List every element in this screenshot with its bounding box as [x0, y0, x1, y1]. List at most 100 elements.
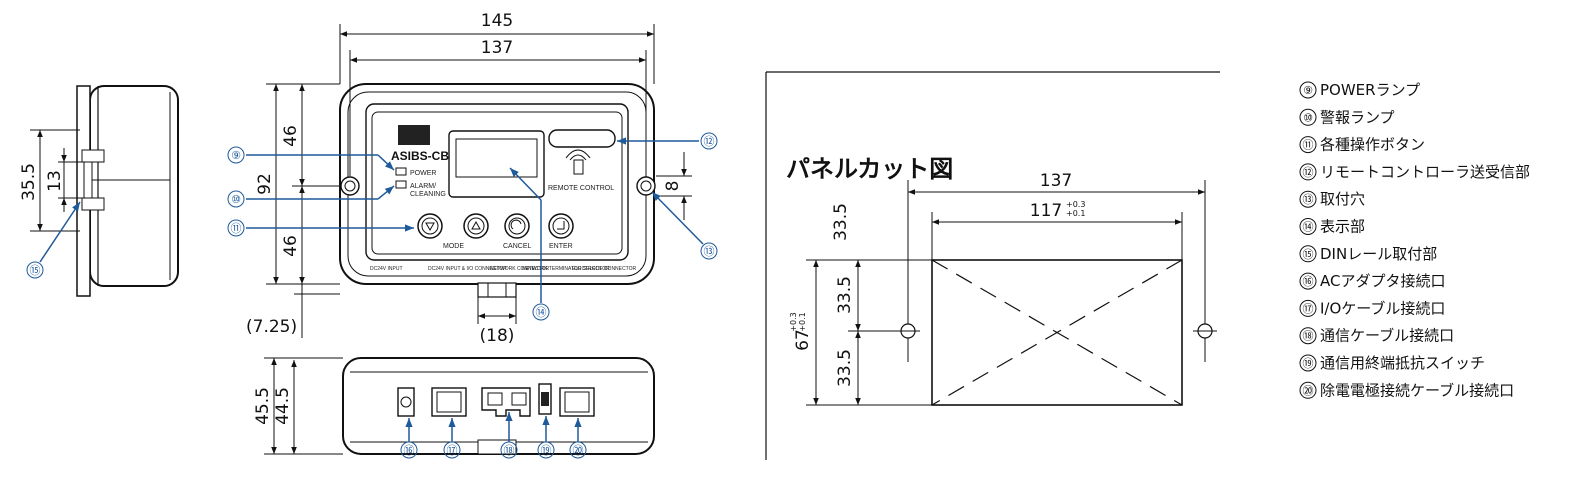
cut-dim-33-5-b: 33.5 [835, 349, 855, 387]
bottom-callouts: ⑯ ⑰ ⑱ ⑲ ⑳ [400, 412, 587, 459]
conn-label-5: ELECTRODE CONNECTOR [572, 266, 636, 272]
dc-jack [397, 387, 415, 417]
dim-35-5: 35.5 [19, 163, 39, 201]
power-label: POWER [410, 170, 436, 177]
legend-number: ⑩ [1303, 111, 1313, 124]
legend-text: 通信ケーブル接続口 [1320, 327, 1454, 345]
legend-number-circle [1299, 245, 1317, 263]
cut-dim-33-5-a: 33.5 [835, 276, 855, 314]
enter-label: ENTER [549, 243, 573, 250]
legend-text: 取付穴 [1320, 190, 1365, 208]
callout-14: ⑭ [536, 306, 547, 319]
mode-label: MODE [443, 243, 464, 250]
legend-text: I/Oケーブル接続口 [1320, 299, 1445, 317]
alarm-label-1: ALARM/ [410, 183, 436, 190]
side-view: 35.5 13 ⑮ [19, 85, 179, 297]
legend-number: ⑯ [1303, 275, 1314, 288]
electrode-port [559, 387, 595, 417]
legend-text: POWERランプ [1320, 81, 1420, 99]
enter-button [548, 213, 574, 239]
legend-text: DINレール取付部 [1320, 245, 1437, 263]
conn-label-1: DC24V INPUT [370, 266, 403, 272]
legend-number: ⑨ [1303, 84, 1313, 97]
legend-item: ⑱ 通信ケーブル接続口 [1299, 327, 1454, 345]
conn-label-2: DC24V INPUT & I/O CONNECTOR [428, 266, 507, 272]
callout-12: ⑫ [704, 135, 715, 148]
cut-dim-137: 137 [1040, 171, 1072, 191]
remote-receiver [548, 129, 616, 148]
cut-dim-67: 67 [793, 329, 813, 351]
legend-item: ⑲ 通信用終端抵抗スイッチ [1299, 354, 1485, 372]
legend-text: 警報ランプ [1320, 108, 1395, 126]
dim-145: 145 [481, 11, 513, 31]
cut-dim-67-tol-plus: +0.3 [789, 312, 798, 331]
legend-number-circle [1299, 327, 1317, 345]
legend-number: ⑲ [1303, 357, 1314, 370]
legend-number: ⑪ [1303, 139, 1314, 152]
front-view: ASIBS-CB POWER ALARM/ CLEANING REMOTE CO… [339, 83, 656, 298]
remote-label: REMOTE CONTROL [548, 185, 614, 192]
cancel-label: CANCEL [503, 243, 532, 250]
legend-number-circle [1299, 381, 1317, 399]
legend-item: ⑨ POWERランプ [1299, 81, 1420, 99]
legend-number-circle [1299, 190, 1317, 208]
cut-dim-117-tol-minus: +0.1 [1066, 209, 1085, 218]
legend-text: ACアダプタ接続口 [1320, 272, 1445, 290]
dim-46-lower: 46 [281, 235, 301, 257]
legend-item: ⑯ ACアダプタ接続口 [1299, 272, 1445, 290]
legend-number: ⑰ [1303, 302, 1314, 315]
bottom-connector [477, 282, 517, 298]
legend-item: ⑭ 表示部 [1299, 218, 1365, 236]
cut-dim-33-5-top: 33.5 [831, 203, 851, 241]
front-dimensions: 145 137 92 46 46 (7.25) (18) 8 [246, 11, 692, 346]
side-body [89, 85, 179, 287]
callout-10: ⑩ [231, 193, 241, 206]
callout-11: ⑪ [231, 222, 242, 235]
front-callouts: ⑨ ⑩ ⑪ ⑫ ⑬ ⑭ [227, 132, 718, 321]
panel-cut: パネルカット図 137 117 +0.3 +0.1 33.5 67 +0.3 +… [765, 71, 1220, 460]
legend-text: 表示部 [1320, 218, 1365, 236]
legend-item: ⑩ 警報ランプ [1299, 108, 1395, 126]
legend-number-circle [1299, 108, 1317, 126]
legend-number-circle [1299, 136, 1317, 154]
bottom-view: 45.5 44.5 [253, 357, 655, 455]
dim-46-upper: 46 [281, 125, 301, 147]
mount-hole-right [636, 176, 656, 196]
legend-text: 各種操作ボタン [1320, 136, 1425, 154]
legend-text: 通信用終端抵抗スイッチ [1320, 354, 1485, 372]
cut-dim-117-tol-plus: +0.3 [1066, 200, 1085, 209]
callout-17: ⑰ [447, 444, 458, 457]
dim-45-5: 45.5 [253, 387, 273, 425]
callout-15: ⑮ [30, 264, 41, 277]
callout-20: ⑳ [573, 444, 584, 457]
legend-number: ⑳ [1303, 384, 1314, 397]
cut-dim-67-tol-minus: +0.1 [798, 312, 807, 331]
legend-number-circle [1299, 354, 1317, 372]
legend-item: ⑬ 取付穴 [1299, 190, 1365, 208]
legend-number-circle [1299, 218, 1317, 235]
legend-number-circle [1299, 81, 1317, 99]
callout-13: ⑬ [704, 245, 715, 258]
dim-44-5: 44.5 [273, 387, 293, 425]
cancel-button [504, 213, 530, 239]
dim-7-25: (7.25) [246, 317, 297, 337]
legend-number: ⑫ [1303, 166, 1314, 179]
legend-number: ⑬ [1303, 193, 1314, 206]
alarm-lamp [395, 180, 407, 189]
legend-number: ⑱ [1303, 330, 1314, 343]
legend-item: ⑰ I/Oケーブル接続口 [1299, 299, 1445, 317]
callout-19: ⑲ [541, 444, 552, 457]
legend-number: ⑭ [1303, 221, 1314, 234]
cut-dim-117: 117 [1030, 201, 1062, 221]
network-ports [481, 387, 531, 417]
dim-18: (18) [480, 326, 515, 346]
power-lamp [395, 167, 407, 176]
conn-label-4: NETWORK TERMINATOR SELECTOR [522, 266, 610, 272]
legend-item: ⑪ 各種操作ボタン [1299, 136, 1425, 154]
up-button [463, 213, 489, 239]
legend-number-circle [1299, 272, 1317, 290]
